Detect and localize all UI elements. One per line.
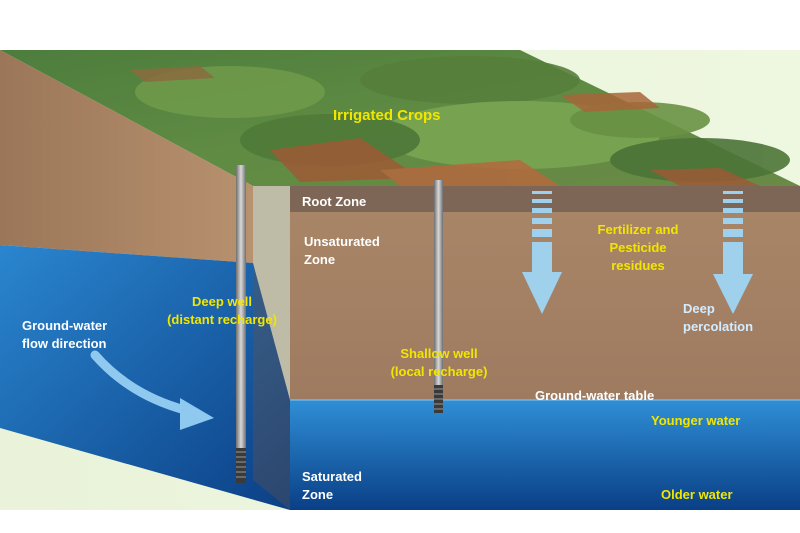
- groundwater-table-label: Ground-water table: [535, 388, 655, 403]
- deep-well-label: Deep well (distant recharge): [167, 294, 277, 327]
- deep-percolation-arrow-icon: [713, 191, 753, 314]
- shallow-well-label: Shallow well (local recharge): [390, 346, 488, 379]
- fertilizer-label: Fertilizer and Pesticide residues: [597, 222, 679, 273]
- soil-side-face: [0, 50, 253, 263]
- water-side-face: [0, 245, 290, 510]
- groundwater-flow-label: Ground-water flow direction: [22, 318, 108, 351]
- shallow-well: [434, 180, 443, 413]
- saturated-zone-label: Saturated Zone: [302, 469, 362, 502]
- deep-well: [236, 165, 246, 483]
- fallow-fields: [130, 66, 760, 186]
- younger-water-label: Younger water: [651, 413, 741, 428]
- saturated-zone-layer: [290, 400, 800, 510]
- block-edge: [253, 186, 290, 510]
- groundwater-flow-arrow-icon: [90, 350, 214, 430]
- older-water-label: Older water: [661, 487, 733, 502]
- irrigated-crops-label: Irrigated Crops: [333, 107, 441, 124]
- deep-percolation-label: Deep percolation: [683, 301, 754, 334]
- fertilizer-arrow-icon: [522, 191, 562, 314]
- unsaturated-zone-label: Unsaturated Zone: [304, 234, 380, 267]
- root-zone-label: Root Zone: [302, 194, 367, 209]
